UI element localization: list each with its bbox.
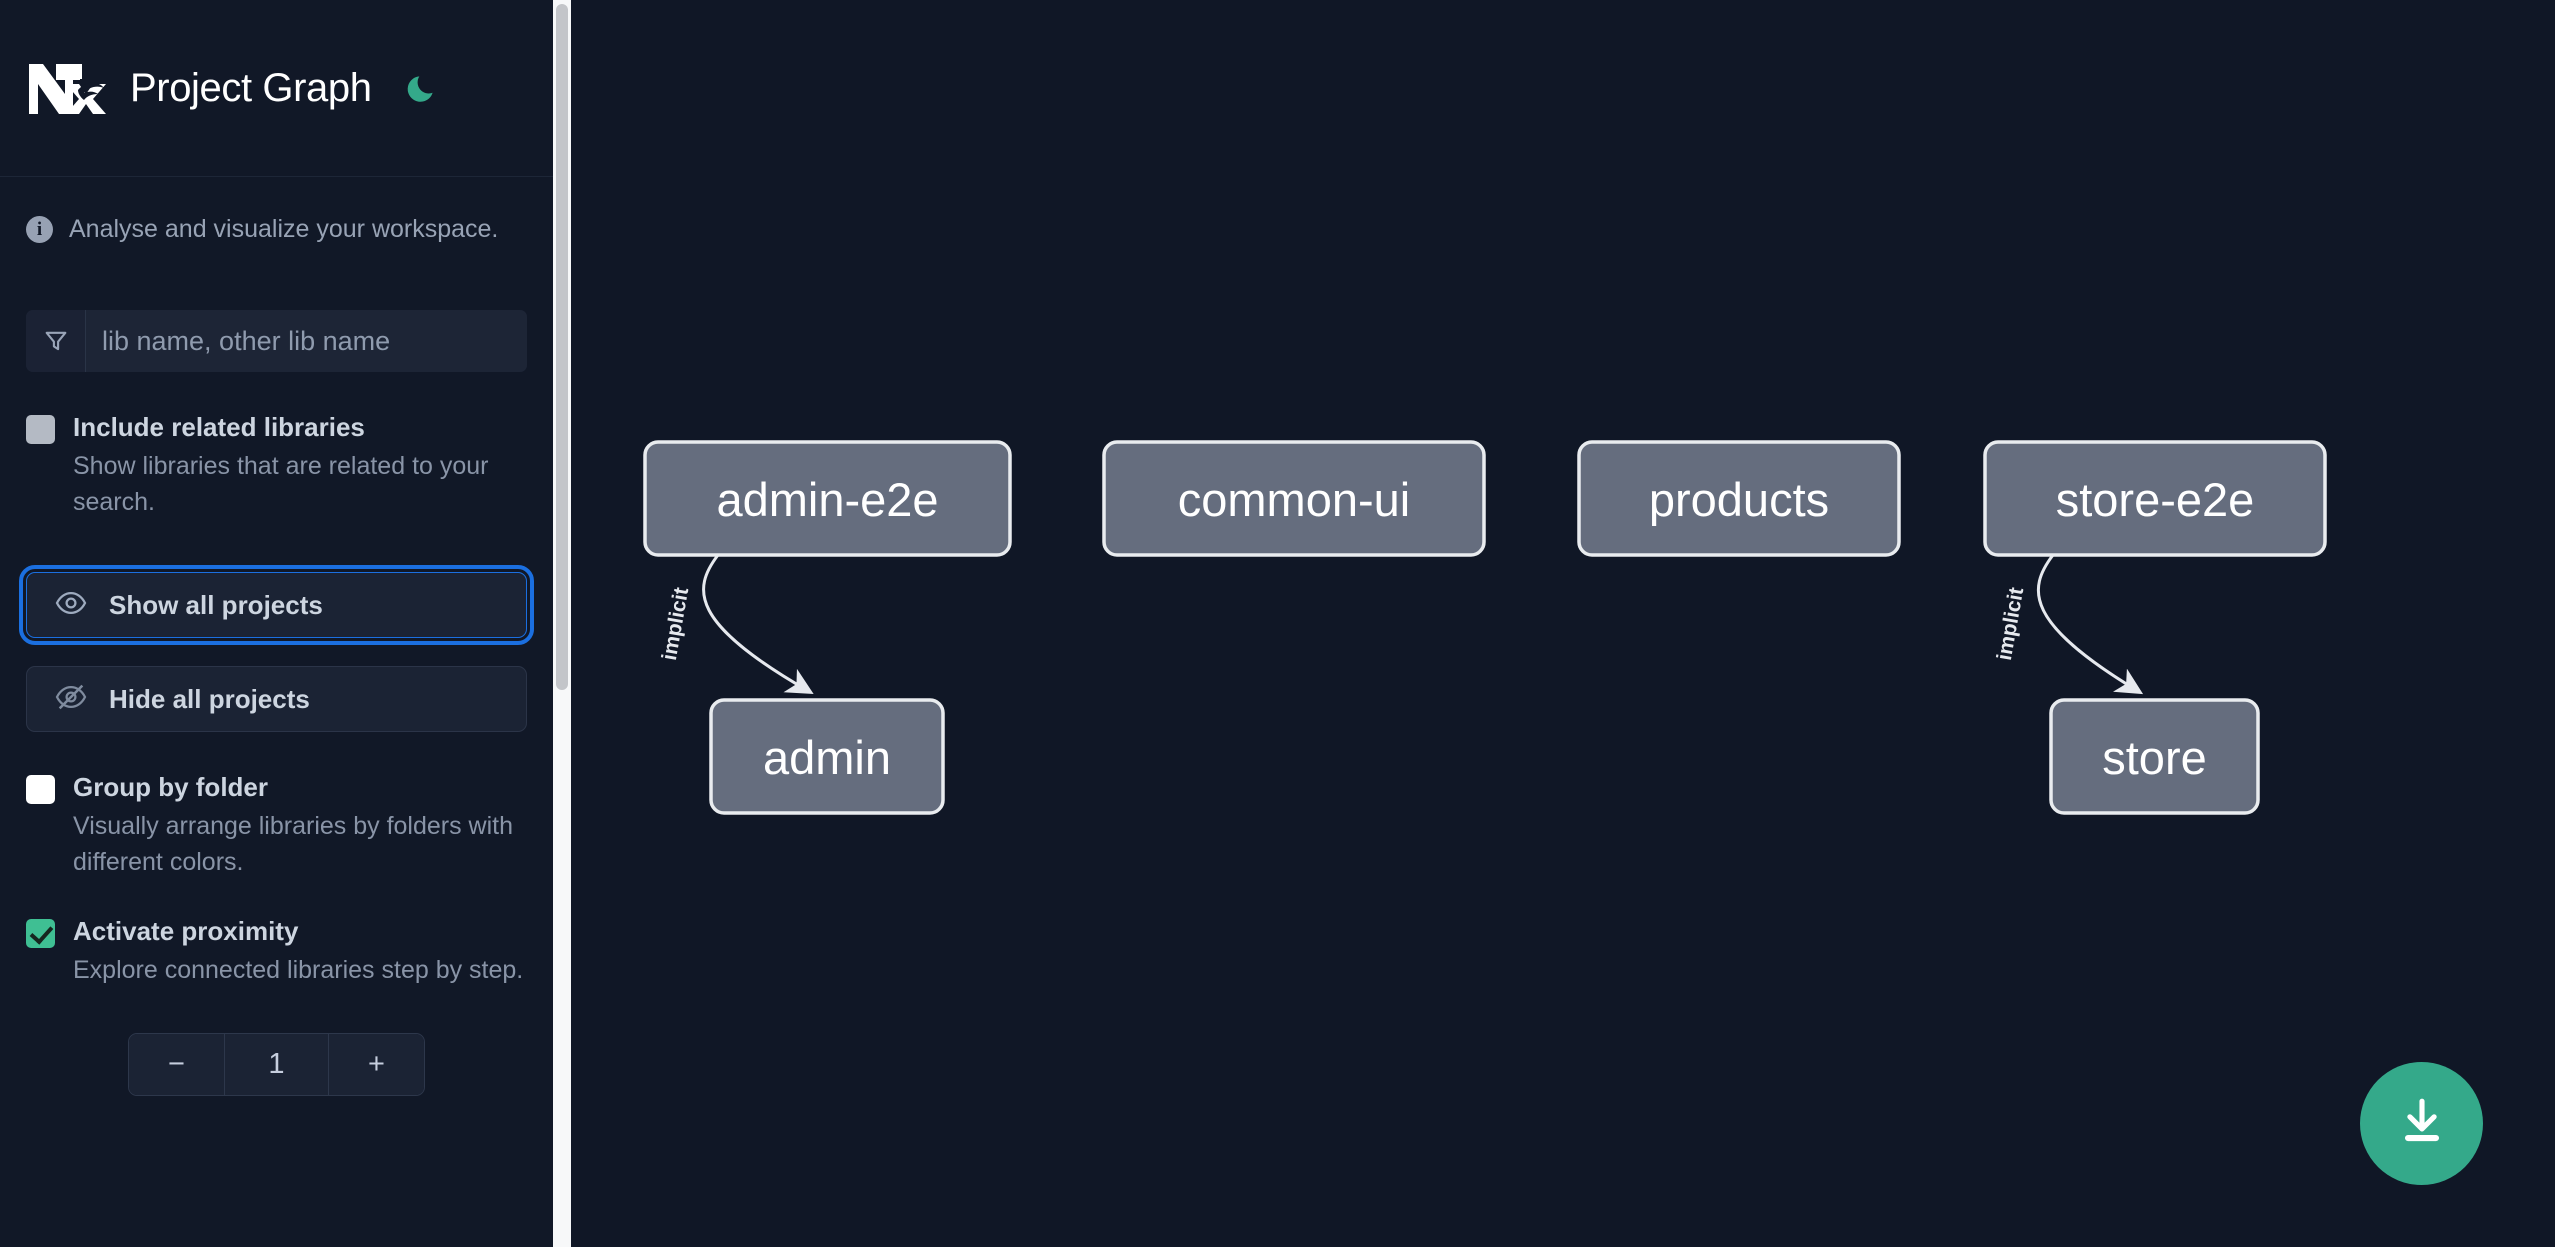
graph-node-label: products <box>1649 473 1829 526</box>
stepper-value: 1 <box>225 1033 328 1095</box>
graph-node[interactable]: common-ui <box>1102 440 1486 557</box>
graph-node-label: store <box>2102 731 2207 784</box>
graph-node-rect[interactable] <box>1102 440 1486 557</box>
hide-all-projects-button[interactable]: Hide all projects <box>26 666 527 733</box>
graph-nodes: admin-e2e common-ui products store-e2e admin… <box>643 440 2327 815</box>
download-button[interactable] <box>2360 1062 2483 1185</box>
tagline-text: Analyse and visualize your workspace. <box>69 215 499 243</box>
proximity-stepper-wrap: − 1 + <box>0 1032 553 1096</box>
graph-svg: implicit implicit admin-e2e common-ui produ… <box>643 440 2327 815</box>
sidebar-scrollbar-thumb[interactable] <box>556 4 568 690</box>
option-label: Group by folder <box>73 772 268 803</box>
proximity-stepper: − 1 + <box>128 1032 425 1096</box>
graph-node-rect[interactable] <box>2049 698 2260 815</box>
graph-node-label: store-e2e <box>2056 473 2255 526</box>
graph-node[interactable]: store <box>2049 698 2260 815</box>
show-all-projects-button[interactable]: Show all projects <box>19 565 534 646</box>
graph-node-rect[interactable] <box>643 440 1012 557</box>
download-icon <box>2394 1093 2450 1154</box>
option-activate-proximity[interactable]: Activate proximity Explore connected lib… <box>0 914 553 989</box>
checkbox-activate-proximity[interactable] <box>26 919 55 949</box>
graph-node[interactable]: admin <box>709 698 945 815</box>
option-description: Visually arrange libraries by folders wi… <box>73 812 514 876</box>
option-label: Activate proximity <box>73 916 299 947</box>
graph-node[interactable]: products <box>1577 440 1901 557</box>
graph-node-label: common-ui <box>1178 473 1410 526</box>
sidebar-tagline: i Analyse and visualize your workspace. <box>0 177 553 244</box>
checkbox-include-related-libraries[interactable] <box>26 415 55 444</box>
filter-row <box>26 310 527 372</box>
graph-node-rect[interactable] <box>1983 440 2327 557</box>
option-description: Show libraries that are related to your … <box>73 452 489 516</box>
eye-icon <box>55 587 87 624</box>
graph-edge-path <box>2036 554 2144 695</box>
stepper-increment-button[interactable]: + <box>328 1033 424 1095</box>
nx-logo-icon <box>26 60 108 116</box>
graph-node-rect[interactable] <box>709 698 945 815</box>
sidebar-header: Project Graph <box>0 0 553 177</box>
option-group-by-folder[interactable]: Group by folder Visually arrange librari… <box>0 770 553 880</box>
button-label: Show all projects <box>109 589 323 620</box>
checkbox-group-by-folder[interactable] <box>26 775 55 805</box>
moon-icon[interactable] <box>400 66 444 110</box>
graph-edge-label: implicit <box>1993 586 2028 662</box>
graph-edge-label: implicit <box>658 586 693 662</box>
sidebar-scrollbar[interactable] <box>553 0 571 1247</box>
button-label: Hide all projects <box>109 683 310 714</box>
graph-node[interactable]: store-e2e <box>1983 440 2327 557</box>
search-input[interactable] <box>86 310 527 372</box>
graph-node-rect[interactable] <box>1577 440 1901 557</box>
option-label: Include related libraries <box>73 412 365 442</box>
graph-node[interactable]: admin-e2e <box>643 440 1012 557</box>
option-description: Explore connected libraries step by step… <box>73 956 524 985</box>
filter-icon <box>26 310 86 372</box>
graph-canvas[interactable]: implicit implicit admin-e2e common-ui produ… <box>553 0 2555 1247</box>
info-icon: i <box>26 216 53 243</box>
graph-node-label: admin-e2e <box>716 473 938 526</box>
graph-edge[interactable]: implicit <box>658 554 814 694</box>
option-include-related-libraries[interactable]: Include related libraries Show libraries… <box>0 410 553 520</box>
eye-off-icon <box>55 681 87 718</box>
graph-edge-path <box>702 554 814 694</box>
graph-edges: implicit implicit <box>658 554 2144 695</box>
graph-edge[interactable]: implicit <box>1993 554 2144 695</box>
stepper-decrement-button[interactable]: − <box>129 1033 225 1095</box>
app-title: Project Graph <box>130 65 372 110</box>
graph-node-label: admin <box>763 731 891 784</box>
sidebar: Project Graph i Analyse and visualize yo… <box>0 0 553 1247</box>
